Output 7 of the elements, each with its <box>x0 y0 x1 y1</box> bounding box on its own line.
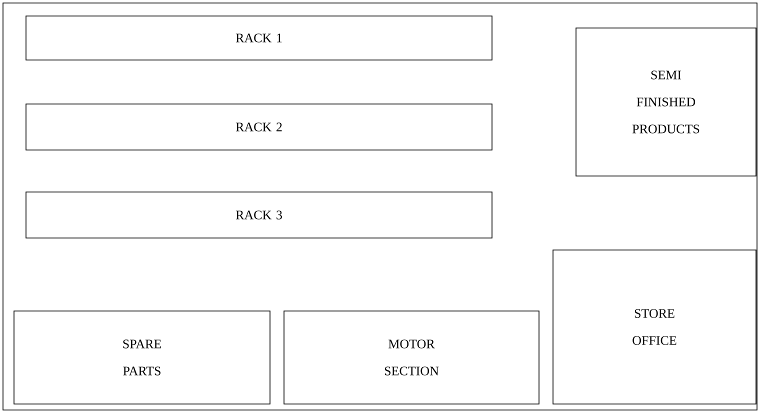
area-box: SEMI FINISHED PRODUCTS <box>576 28 756 176</box>
area-box: MOTOR SECTION <box>284 310 540 404</box>
area-box: RACK 3 <box>26 192 492 238</box>
area-box: RACK 1 <box>26 16 492 60</box>
area-box: STORE OFFICE <box>552 250 756 404</box>
area-box: SPARE PARTS <box>14 310 270 404</box>
area-box: RACK 2 <box>26 104 492 150</box>
